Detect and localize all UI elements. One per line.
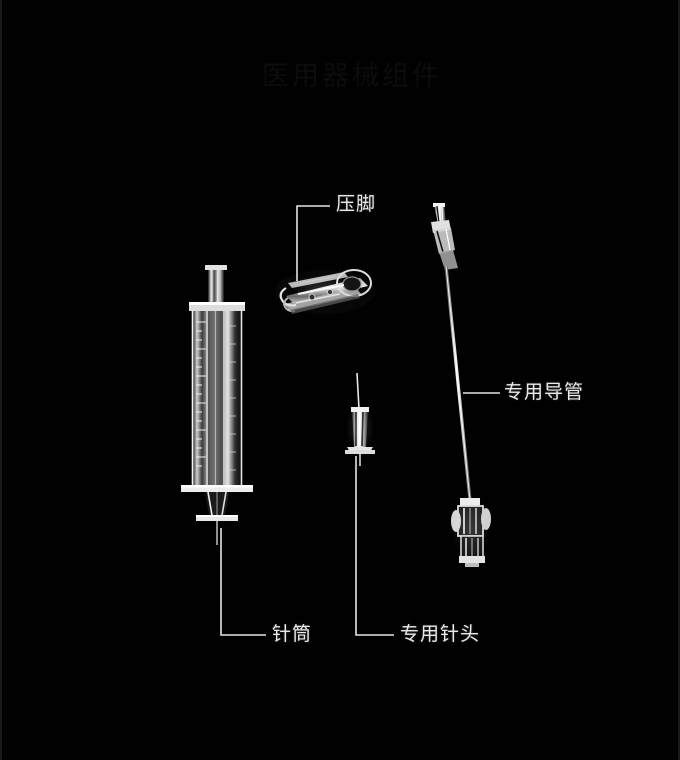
label-syringe-barrel: 针筒 bbox=[272, 623, 313, 645]
needle-illustration bbox=[345, 372, 375, 466]
syringe-illustration bbox=[181, 265, 253, 545]
leader-needle bbox=[355, 456, 394, 636]
label-needle: 专用针头 bbox=[400, 623, 481, 645]
leader-syringe bbox=[220, 528, 266, 636]
catheter-illustration bbox=[431, 203, 491, 567]
watermark-text: 医用器械组件 bbox=[262, 61, 442, 92]
leader-pressure-foot bbox=[296, 205, 330, 281]
pressure-foot-illustration bbox=[275, 269, 375, 314]
label-catheter: 专用导管 bbox=[504, 381, 585, 403]
leader-lines bbox=[220, 205, 500, 636]
label-pressure-foot: 压脚 bbox=[336, 193, 377, 215]
